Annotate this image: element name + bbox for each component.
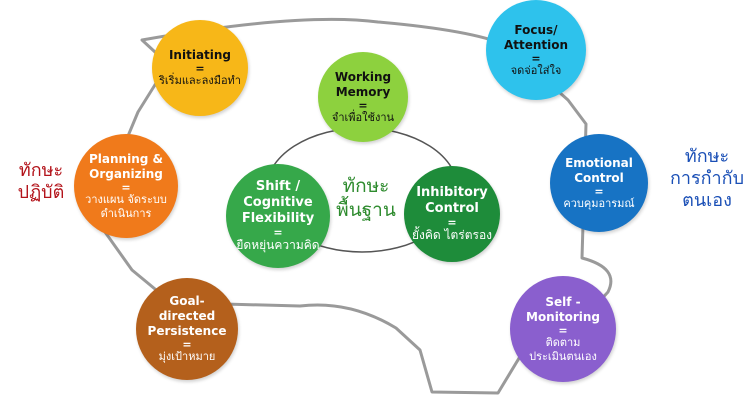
node-planning-organizing-thai: วางแผน จัดระบบ ดำเนินการ (85, 192, 167, 220)
node-goal-directed-persistence-english: Goal-directed Persistence (147, 294, 227, 338)
node-focus-attention-thai: จดจ่อใส่ใจ (510, 63, 562, 77)
node-working-memory-english: Working Memory (334, 69, 392, 99)
equals-sign: = (594, 184, 604, 198)
node-planning-organizing: Planning & Organizing = วางแผน จัดระบบ ด… (74, 134, 178, 238)
node-initiating: Initiating = ริเริ่มและลงมือทำ (152, 20, 248, 116)
node-planning-organizing-english: Planning & Organizing (89, 151, 163, 181)
center-core-skills-label: ทักษะ พื้นฐาน (336, 175, 396, 221)
left-practical-skills-label: ทักษะ ปฏิบัติ (17, 160, 65, 203)
node-initiating-thai: ริเริ่มและลงมือทำ (159, 74, 241, 87)
node-inhibitory-control-thai: ยั้งคิด ไตร่ตรอง (411, 228, 493, 242)
node-emotional-control: Emotional Control = ควบคุมอารมณ์ (550, 134, 648, 232)
equals-sign: = (358, 98, 368, 112)
node-working-memory: Working Memory = จำเพื่อใช้งาน (318, 52, 408, 142)
node-working-memory-thai: จำเพื่อใช้งาน (331, 110, 395, 124)
equals-sign: = (558, 323, 568, 337)
equals-sign: = (273, 226, 283, 239)
node-self-monitoring-english: Self - Monitoring (526, 294, 600, 324)
equals-sign: = (121, 180, 131, 194)
node-shift-cognitive-flexibility-english: Shift / Cognitive Flexibility (241, 179, 315, 226)
equals-sign: = (447, 216, 457, 229)
equals-sign: = (531, 51, 541, 65)
equals-sign: = (195, 62, 205, 75)
node-goal-directed-persistence: Goal-directed Persistence = มุ่งเป้าหมาย (136, 278, 238, 380)
node-inhibitory-control: Inhibitory Control = ยั้งคิด ไตร่ตรอง (404, 166, 500, 262)
node-inhibitory-control-english: Inhibitory Control (416, 185, 488, 216)
node-shift-cognitive-flexibility-thai: ยืดหยุ่นความคิด (236, 238, 320, 252)
right-self-regulation-skills-label: ทักษะ การกำกับ ตนเอง (669, 146, 744, 211)
head-outline-path (103, 17, 613, 395)
node-self-monitoring-thai: ติดตาม ประเมินตนเอง (529, 335, 597, 363)
node-self-monitoring: Self - Monitoring = ติดตาม ประเมินตนเอง (510, 276, 616, 382)
node-focus-attention: Focus/ Attention = จดจ่อใส่ใจ (486, 0, 586, 100)
node-goal-directed-persistence-thai: มุ่งเป้าหมาย (158, 350, 216, 363)
node-initiating-english: Initiating (168, 48, 232, 62)
node-emotional-control-thai: ควบคุมอารมณ์ (563, 196, 635, 210)
node-emotional-control-english: Emotional Control (565, 155, 633, 185)
node-focus-attention-english: Focus/ Attention (503, 22, 569, 52)
node-shift-cognitive-flexibility: Shift / Cognitive Flexibility = ยืดหยุ่น… (226, 164, 330, 268)
equals-sign: = (182, 338, 192, 351)
